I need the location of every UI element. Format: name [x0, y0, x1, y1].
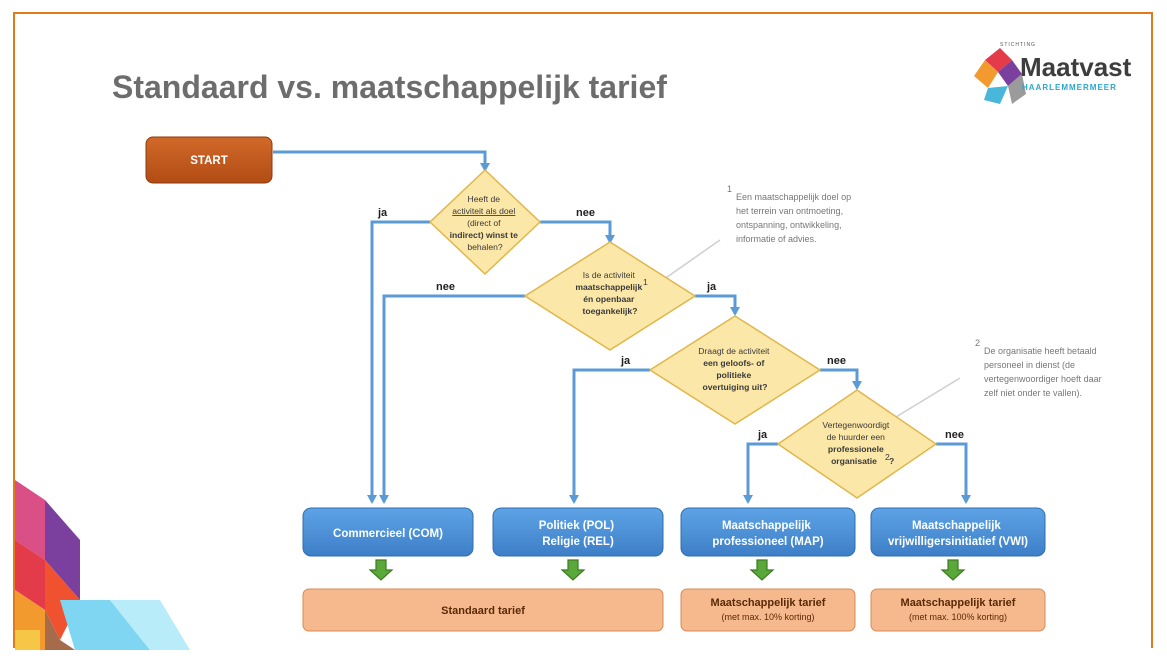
tarief-standaard-label: Standaard tarief	[441, 605, 525, 617]
q1-line: (direct of	[467, 218, 501, 228]
footnote-1-line: ontspanning, ontwikkeling,	[736, 220, 842, 230]
footnote-1-line: informatie of advies.	[736, 234, 817, 244]
svg-text:De organisatie heeft betaald: De organisatie heeft betaald personeel i…	[984, 346, 1104, 398]
svg-text:Politiek (POL) Religie (: Politiek (POL) Religie (REL)	[539, 520, 618, 548]
category-map-line: Maatschappelijk	[722, 520, 811, 532]
svg-text:Maatschappelijk professi: Maatschappelijk professioneel (MAP)	[712, 520, 823, 548]
connector-q3-nee	[820, 368, 862, 390]
connector-q1-nee	[540, 220, 615, 244]
category-pol-line: Politiek (POL)	[539, 520, 615, 532]
svg-text:Is de activiteit maatsch: Is de activiteit maatschappelijk én open…	[575, 270, 644, 316]
q4-line: organisatie	[831, 456, 877, 466]
connectors	[273, 150, 971, 504]
label-q3-nee: nee	[827, 355, 846, 367]
q1-line: indirect) winst te	[450, 230, 519, 240]
q4-note-mark: 2	[885, 452, 890, 462]
connector-start-q1	[273, 150, 490, 172]
logo-sub-text: HAARLEMMERMEER	[1022, 83, 1117, 92]
label-q3-ja: ja	[620, 355, 631, 367]
tarief-vwi-sub: (met max. 100% korting)	[909, 612, 1007, 622]
start-node: START	[145, 136, 273, 184]
page-title: Standaard vs. maatschappelijk tarief	[112, 69, 667, 105]
decision-q4: Vertegenwoordigt de huurder een professi…	[776, 389, 938, 499]
label-q1-ja: ja	[377, 207, 388, 219]
svg-text:Maatschappelijk vrijwill: Maatschappelijk vrijwilligersinitiatief …	[888, 520, 1028, 548]
q3-line: Draagt de activiteit	[698, 346, 770, 356]
connector-q2-ja	[695, 294, 740, 316]
decision-q2: Is de activiteit maatschappelijk én open…	[523, 241, 697, 351]
label-q4-nee: nee	[945, 429, 964, 441]
decision-q3: Draagt de activiteit een geloofs- of pol…	[648, 315, 822, 425]
footnote-1-line: Een maatschappelijk doel op	[736, 192, 851, 202]
category-com: Commercieel (COM)	[302, 507, 474, 557]
tarief-map-title: Maatschappelijk tarief	[711, 597, 826, 609]
corner-decoration	[15, 480, 190, 650]
label-q4-ja: ja	[757, 429, 768, 441]
footnote-2: 2 De organisatie heeft betaald personeel…	[975, 338, 1104, 398]
footnote-2-mark: 2	[975, 338, 980, 348]
footnote-1-line: het terrein van ontmoeting,	[736, 206, 843, 216]
svg-text:Vertegenwoordigt de huur: Vertegenwoordigt de huurder een professi…	[822, 420, 891, 466]
svg-text:Draagt de activiteit een: Draagt de activiteit een geloofs- of pol…	[698, 346, 772, 392]
svg-text:Heeft de activiteit als: Heeft de activiteit als doel (direct of …	[450, 194, 521, 252]
logo-main-text: Maatvast	[1020, 52, 1132, 82]
q4-line: Vertegenwoordigt	[822, 420, 889, 430]
arrow-down-icon	[940, 559, 966, 581]
category-vwi-line: Maatschappelijk	[912, 520, 1001, 532]
tarief-map: Maatschappelijk tarief (met max. 10% kor…	[680, 588, 856, 632]
q4-qmark: ?	[889, 456, 894, 466]
q2-line: én openbaar	[583, 294, 635, 304]
q1-line: behalen?	[467, 242, 503, 252]
logo-top-text: STICHTING	[1000, 42, 1036, 48]
label-q2-nee: nee	[436, 281, 455, 293]
label-q2-ja: ja	[706, 281, 717, 293]
footnote-2-line: vertegenwoordiger hoeft daar	[984, 374, 1102, 384]
connector-q3-ja	[569, 368, 650, 504]
footnote-1-mark: 1	[727, 184, 732, 194]
category-vwi: Maatschappelijk vrijwilligersinitiatief …	[870, 507, 1046, 557]
label-q1-nee: nee	[576, 207, 595, 219]
q2-line: toegankelijk?	[583, 306, 638, 316]
category-map-line: professioneel (MAP)	[712, 536, 823, 548]
footnote-1-leader	[659, 239, 721, 283]
q4-line: professionele	[828, 444, 884, 454]
category-map: Maatschappelijk professioneel (MAP)	[680, 507, 856, 557]
connector-q4-nee	[936, 442, 971, 504]
q2-line: Is de activiteit	[583, 270, 636, 280]
green-arrows	[368, 559, 966, 581]
arrow-down-icon	[368, 559, 394, 581]
footnote-2-line: De organisatie heeft betaald	[984, 346, 1097, 356]
q3-line: een geloofs- of	[703, 358, 764, 368]
q3-line: politieke	[716, 370, 751, 380]
connector-q2-nee	[379, 294, 525, 504]
category-vwi-line: vrijwilligersinitiatief (VWI)	[888, 536, 1028, 548]
connector-q1-ja	[367, 220, 430, 504]
footnote-1: 1 Een maatschappelijk doel op het terrei…	[727, 184, 854, 244]
q1-line: activiteit als doel	[452, 206, 515, 216]
q2-line: maatschappelijk	[575, 282, 642, 292]
arrow-down-icon	[560, 559, 586, 581]
category-com-label: Commercieel (COM)	[333, 528, 443, 540]
tarief-vwi-title: Maatschappelijk tarief	[901, 597, 1016, 609]
category-pol: Politiek (POL) Religie (REL)	[492, 507, 664, 557]
svg-text:Een maatschappelijk doel op: Een maatschappelijk doel op het terrein …	[736, 192, 854, 244]
maatvast-logo-icon	[974, 48, 1026, 104]
connector-q4-ja	[743, 442, 778, 504]
tarief-standaard: Standaard tarief	[302, 588, 664, 632]
tarief-vwi: Maatschappelijk tarief (met max. 100% ko…	[870, 588, 1046, 632]
q1-line: Heeft de	[468, 194, 501, 204]
decision-q1: Heeft de activiteit als doel (direct of …	[428, 168, 542, 276]
footnote-2-line: zelf niet onder te vallen).	[984, 388, 1082, 398]
q3-line: overtuiging uit?	[703, 382, 768, 392]
footnote-2-line: personeel in dienst (de	[984, 360, 1075, 370]
category-pol-line: Religie (REL)	[542, 536, 614, 548]
maatvast-logo: STICHTING Maatvast HAARLEMMERMEER	[974, 42, 1132, 104]
q2-note-mark: 1	[643, 277, 648, 287]
tarief-map-sub: (met max. 10% korting)	[721, 612, 814, 622]
arrow-down-icon	[749, 559, 775, 581]
start-label: START	[190, 155, 227, 167]
q4-line: de huurder een	[827, 432, 886, 442]
